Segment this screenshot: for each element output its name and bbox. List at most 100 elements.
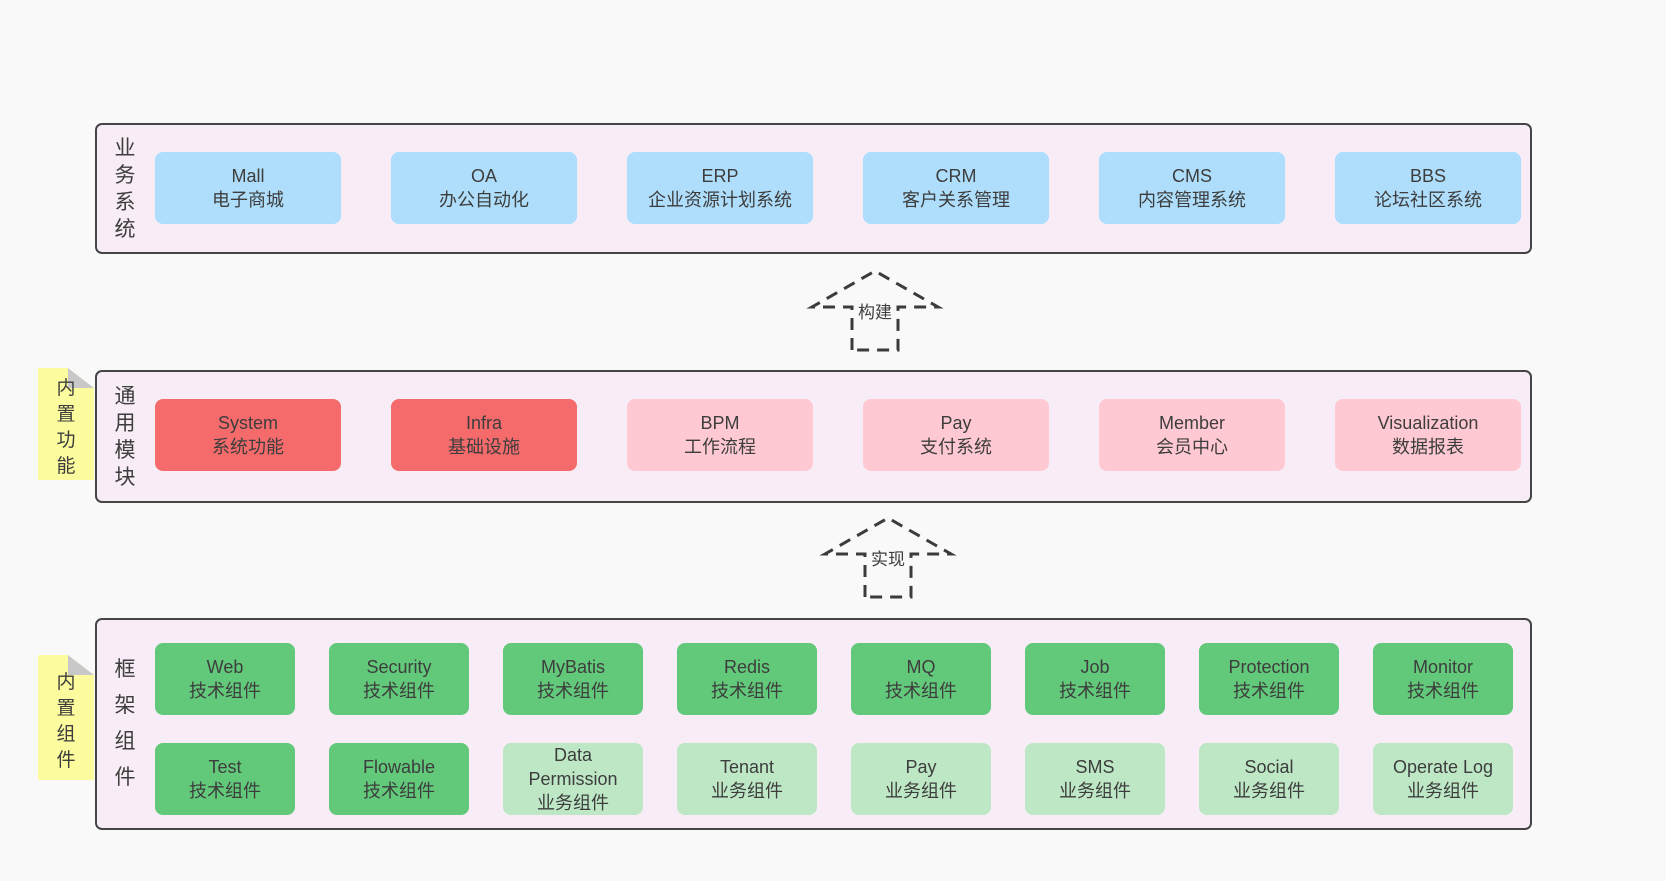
box-job: Job 技术组件 — [1025, 643, 1165, 715]
box-monitor: Monitor 技术组件 — [1373, 643, 1513, 715]
implement-arrow-label: 实现 — [868, 545, 908, 570]
box-system: System 系统功能 — [155, 399, 341, 471]
modules-boxes-row: System 系统功能 Infra 基础设施 BPM 工作流程 Pay 支付系统… — [155, 399, 1521, 471]
box-title: Data Permission — [528, 745, 618, 789]
box-title: Job — [1080, 657, 1110, 677]
box-subtitle: 业务组件 — [537, 793, 609, 813]
implement-arrow: 实现 — [818, 515, 958, 599]
box-subtitle: 支付系统 — [920, 437, 992, 457]
box-subtitle: 数据报表 — [1392, 437, 1464, 457]
box-subtitle: 技术组件 — [1233, 681, 1305, 701]
box-tenant: Tenant 业务组件 — [677, 743, 817, 815]
box-subtitle: 客户关系管理 — [902, 190, 1010, 210]
box-title: Protection — [1228, 657, 1310, 677]
box-subtitle: 办公自动化 — [439, 190, 529, 210]
box-subtitle: 技术组件 — [363, 781, 435, 801]
box-pay-component: Pay 业务组件 — [851, 743, 991, 815]
box-subtitle: 技术组件 — [1059, 681, 1131, 701]
box-subtitle: 技术组件 — [189, 681, 261, 701]
box-protection: Protection 技术组件 — [1199, 643, 1339, 715]
sticky-note-label: 内置组件 — [56, 671, 76, 771]
sticky-note-built-in-components: 内置组件 — [38, 655, 94, 780]
box-title: Social — [1244, 757, 1294, 777]
sticky-note-label: 内置功能 — [56, 378, 76, 478]
box-subtitle: 电子商城 — [212, 190, 284, 210]
box-subtitle: 技术组件 — [363, 681, 435, 701]
layer-common-modules: 通用模块 System 系统功能 Infra 基础设施 BPM 工作流程 Pay… — [95, 370, 1532, 503]
box-mybatis: MyBatis 技术组件 — [503, 643, 643, 715]
box-title: Member — [1158, 413, 1225, 433]
box-title: Security — [366, 657, 432, 677]
sticky-fold-corner — [68, 368, 94, 388]
box-operate-log: Operate Log 业务组件 — [1373, 743, 1513, 815]
components-row-2: Test 技术组件 Flowable 技术组件 Data Permission … — [155, 743, 1513, 815]
box-subtitle: 业务组件 — [1059, 781, 1131, 801]
box-test: Test 技术组件 — [155, 743, 295, 815]
box-oa: OA 办公自动化 — [391, 152, 577, 224]
components-row-1: Web 技术组件 Security 技术组件 MyBatis 技术组件 Redi… — [155, 643, 1513, 715]
box-social: Social 业务组件 — [1199, 743, 1339, 815]
box-title: ERP — [701, 166, 739, 186]
box-infra: Infra 基础设施 — [391, 399, 577, 471]
layer-label: 框架组件 — [114, 658, 136, 789]
layer-label: 通用模块 — [114, 384, 136, 489]
box-title: Flowable — [362, 757, 436, 777]
business-boxes-row: Mall 电子商城 OA 办公自动化 ERP 企业资源计划系统 CRM 客户关系… — [155, 152, 1521, 224]
box-subtitle: 会员中心 — [1156, 437, 1228, 457]
box-subtitle: 业务组件 — [711, 781, 783, 801]
box-title: MyBatis — [540, 657, 605, 677]
box-title: OA — [470, 166, 497, 186]
box-title: CMS — [1172, 166, 1212, 186]
box-subtitle: 系统功能 — [212, 437, 284, 457]
box-title: Operate Log — [1392, 757, 1494, 777]
build-arrow: 构建 — [805, 268, 945, 352]
box-erp: ERP 企业资源计划系统 — [627, 152, 813, 224]
layer-framework-components: 框架组件 Web 技术组件 Security 技术组件 MyBatis 技术组件… — [95, 618, 1532, 830]
box-pay-system: Pay 支付系统 — [863, 399, 1049, 471]
box-title: BPM — [700, 413, 740, 433]
box-subtitle: 业务组件 — [885, 781, 957, 801]
box-subtitle: 业务组件 — [1407, 781, 1479, 801]
box-visualization: Visualization 数据报表 — [1335, 399, 1521, 471]
box-subtitle: 基础设施 — [448, 437, 520, 457]
box-title: MQ — [906, 657, 936, 677]
box-bpm: BPM 工作流程 — [627, 399, 813, 471]
box-crm: CRM 客户关系管理 — [863, 152, 1049, 224]
box-subtitle: 技术组件 — [885, 681, 957, 701]
box-subtitle: 企业资源计划系统 — [648, 190, 792, 210]
box-bbs: BBS 论坛社区系统 — [1335, 152, 1521, 224]
box-flowable: Flowable 技术组件 — [329, 743, 469, 815]
box-title: Redis — [723, 657, 771, 677]
box-redis: Redis 技术组件 — [677, 643, 817, 715]
box-title: Visualization — [1377, 413, 1479, 433]
box-web: Web 技术组件 — [155, 643, 295, 715]
sticky-note-built-in-features: 内置功能 — [38, 368, 94, 480]
box-subtitle: 技术组件 — [189, 781, 261, 801]
box-subtitle: 技术组件 — [1407, 681, 1479, 701]
box-title: Test — [208, 757, 242, 777]
box-subtitle: 技术组件 — [537, 681, 609, 701]
build-arrow-label: 构建 — [855, 298, 895, 323]
box-title: BBS — [1409, 166, 1447, 186]
box-cms: CMS 内容管理系统 — [1099, 152, 1285, 224]
box-subtitle: 论坛社区系统 — [1374, 190, 1482, 210]
box-security: Security 技术组件 — [329, 643, 469, 715]
box-subtitle: 业务组件 — [1233, 781, 1305, 801]
sticky-fold-corner — [68, 655, 94, 675]
box-title: Tenant — [719, 757, 775, 777]
box-title: Web — [206, 657, 244, 677]
box-mq: MQ 技术组件 — [851, 643, 991, 715]
box-title: System — [217, 413, 278, 433]
box-subtitle: 工作流程 — [684, 437, 756, 457]
box-subtitle: 内容管理系统 — [1138, 190, 1246, 210]
box-title: Pay — [905, 757, 937, 777]
box-title: Infra — [465, 413, 503, 433]
box-title: Pay — [940, 413, 972, 433]
box-member: Member 会员中心 — [1099, 399, 1285, 471]
layer-business-systems: 业务系统 Mall 电子商城 OA 办公自动化 ERP 企业资源计划系统 CRM… — [95, 123, 1532, 254]
box-title: Monitor — [1412, 657, 1474, 677]
box-sms: SMS 业务组件 — [1025, 743, 1165, 815]
box-title: Mall — [231, 166, 265, 186]
box-subtitle: 技术组件 — [711, 681, 783, 701]
